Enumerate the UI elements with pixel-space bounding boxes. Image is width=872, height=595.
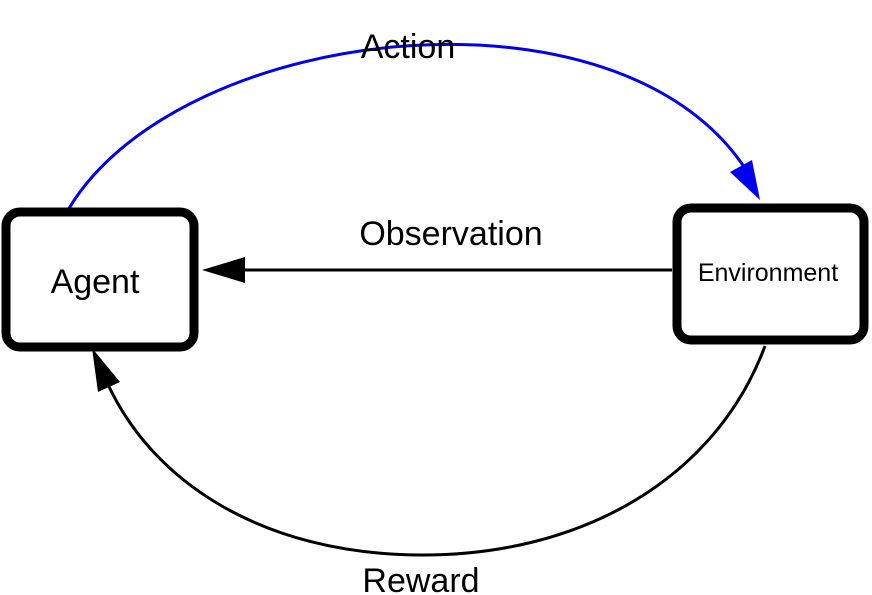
reward-arrowhead — [92, 348, 120, 392]
environment-box — [672, 203, 869, 345]
agent-label: Agent — [51, 263, 140, 301]
environment-node: Environment — [672, 203, 869, 345]
action-arrow — [66, 42, 757, 211]
reward-arrow — [104, 345, 767, 557]
reward-label: Reward — [362, 562, 479, 595]
observation-arrowhead — [202, 257, 245, 283]
agent-node: Agent — [1, 207, 199, 352]
environment-label: Environment — [698, 259, 838, 287]
action-label: Action — [361, 28, 456, 66]
observation-label: Observation — [359, 215, 542, 253]
action-arrowhead — [730, 160, 760, 200]
agent-box — [1, 207, 199, 352]
